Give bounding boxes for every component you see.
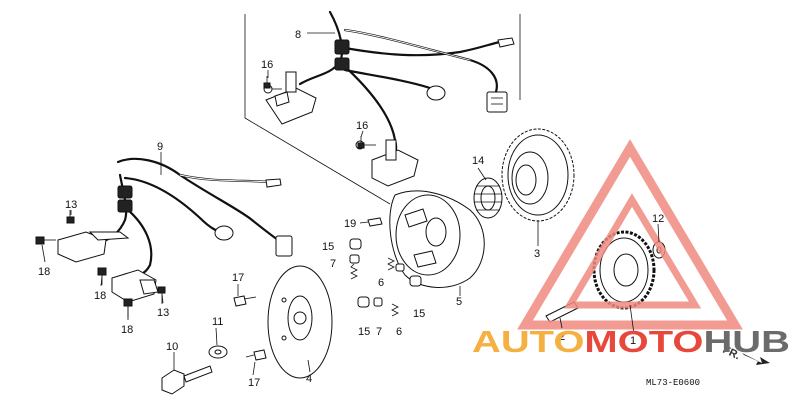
spring-7-a <box>349 254 360 280</box>
callout-13-b: 13 <box>157 307 169 319</box>
callout-5: 5 <box>456 296 462 308</box>
watermark-word-moto: MOTO <box>584 324 703 359</box>
bolt-17-a <box>233 295 257 307</box>
callout-10: 10 <box>166 341 178 353</box>
bolt-17-b <box>245 349 267 361</box>
spring-7-b <box>373 297 383 307</box>
part-14-bearing <box>473 177 503 219</box>
watermark-logo <box>517 139 743 330</box>
watermark-word-auto: AUTO <box>472 324 584 359</box>
callout-8: 8 <box>295 29 301 41</box>
callout-17-b: 17 <box>248 377 260 389</box>
rollers-springs <box>349 217 422 317</box>
callout-18-a: 18 <box>38 266 50 278</box>
callout-15-c: 15 <box>358 326 370 338</box>
part-3-gear <box>501 128 575 222</box>
bolt-18-a <box>35 236 56 245</box>
callout-7-b: 7 <box>376 326 382 338</box>
callout-6-b: 6 <box>396 326 402 338</box>
callout-15-a: 15 <box>322 241 334 253</box>
callout-2: 2 <box>559 331 565 343</box>
part-11-washer <box>208 345 228 359</box>
pin-19 <box>367 217 383 227</box>
callout-16-lower: 16 <box>356 120 368 132</box>
bolt-13-a <box>66 210 75 224</box>
bolt-16-lower <box>357 136 365 149</box>
part-4-plate <box>267 265 333 379</box>
callout-14: 14 <box>472 155 484 167</box>
leader-lines <box>41 32 660 376</box>
drawing-code: ML73-E0600 <box>646 378 700 388</box>
callout-15-b: 15 <box>413 308 425 320</box>
callout-16-upper: 16 <box>261 59 273 71</box>
callout-19: 19 <box>344 218 356 230</box>
spring-6-b <box>391 303 399 317</box>
bolt-16-upper <box>263 76 271 89</box>
callout-13-a: 13 <box>65 199 77 211</box>
callout-18-b: 18 <box>94 290 106 302</box>
roller-15-c <box>357 296 370 308</box>
left-harness <box>57 157 293 303</box>
inset-frame <box>244 14 521 205</box>
roller-15-b <box>409 275 422 287</box>
watermark-word-hub: HUB <box>703 324 790 359</box>
bolt-13-b <box>157 286 166 304</box>
callout-9: 9 <box>157 141 163 153</box>
part-1-gear <box>592 230 656 310</box>
spring-6-a <box>387 257 405 272</box>
callout-18-c: 18 <box>121 324 133 336</box>
callout-6-a: 6 <box>378 277 384 289</box>
callout-7-a: 7 <box>330 258 336 270</box>
roller-15-a <box>349 238 362 250</box>
callouts: 8 16 16 9 13 13 18 18 18 14 3 12 19 15 1… <box>38 29 664 389</box>
small-bolts <box>35 76 365 361</box>
part-10-bolt <box>161 365 213 395</box>
upper-harness <box>263 10 515 187</box>
callout-11: 11 <box>212 316 223 328</box>
callout-4: 4 <box>306 373 312 385</box>
arrow-icon <box>742 353 770 365</box>
callout-3: 3 <box>534 248 540 260</box>
part-5-clutch-outer <box>389 190 485 288</box>
callout-17-a: 17 <box>232 272 244 284</box>
callout-12: 12 <box>652 213 664 225</box>
callout-1: 1 <box>630 335 636 347</box>
